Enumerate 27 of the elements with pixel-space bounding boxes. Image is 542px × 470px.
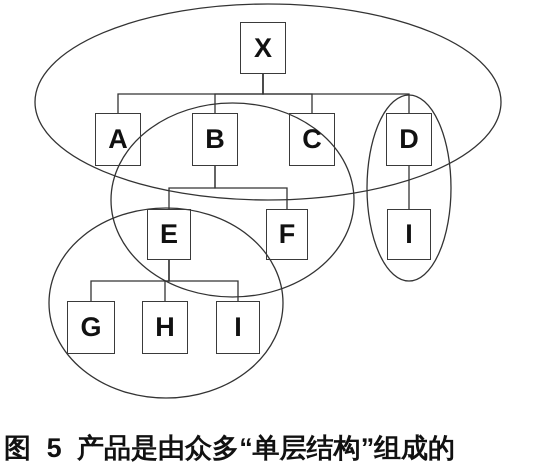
- tree-node-box: [240, 22, 286, 74]
- connector-line: [262, 74, 410, 113]
- node-label: C: [302, 126, 322, 153]
- node-label: D: [399, 126, 419, 153]
- tree-node-box: [192, 113, 238, 166]
- tree-node-box: [266, 209, 308, 260]
- connector-line: [408, 166, 410, 209]
- tree-node-box: [387, 209, 431, 260]
- node-label: H: [155, 314, 175, 341]
- tree-node-box: [216, 301, 260, 354]
- node-label: X: [254, 34, 272, 62]
- node-label: I: [405, 221, 413, 248]
- node-label: B: [205, 126, 225, 153]
- tree-node-box: [142, 301, 188, 354]
- tree-node-box: [147, 209, 191, 260]
- node-label: G: [80, 314, 102, 341]
- node-label: F: [278, 221, 296, 248]
- figure-caption: 图 5 产品是由众多“单层结构”组成的: [4, 432, 456, 465]
- tree-node-box: [95, 113, 141, 166]
- connector-line: [214, 166, 288, 209]
- tree-node-box: [289, 113, 335, 166]
- connector-line: [168, 260, 239, 301]
- node-label: A: [108, 126, 128, 153]
- node-label: E: [160, 221, 178, 248]
- tree-node-box: [67, 301, 115, 354]
- node-label: I: [234, 314, 242, 341]
- tree-node-box: [386, 113, 432, 166]
